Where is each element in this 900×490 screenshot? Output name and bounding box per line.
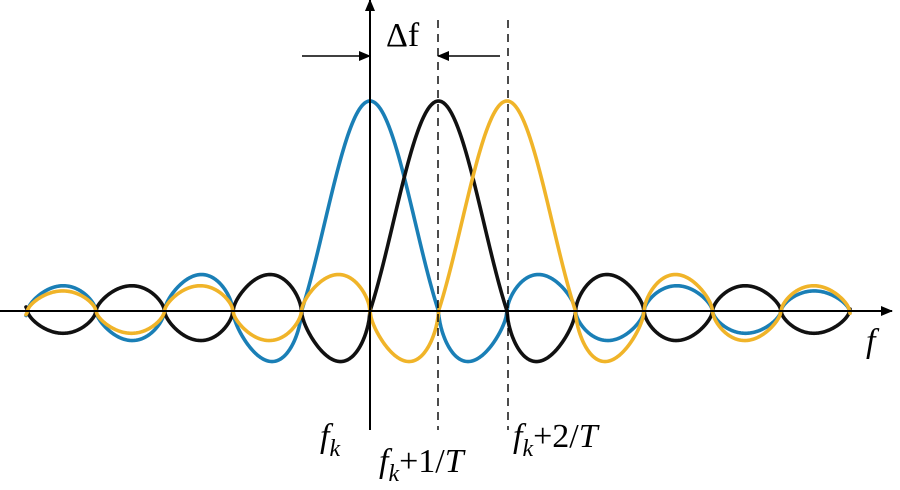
delta-f-label: Δf [386, 17, 420, 54]
fk-plus-2-over-t-label: fk+2/T [513, 418, 600, 462]
frequency-axis-label: f [866, 323, 880, 360]
fk-plus-1-over-t-label: fk+1/T [379, 443, 466, 487]
fk-label: fk [320, 418, 340, 462]
